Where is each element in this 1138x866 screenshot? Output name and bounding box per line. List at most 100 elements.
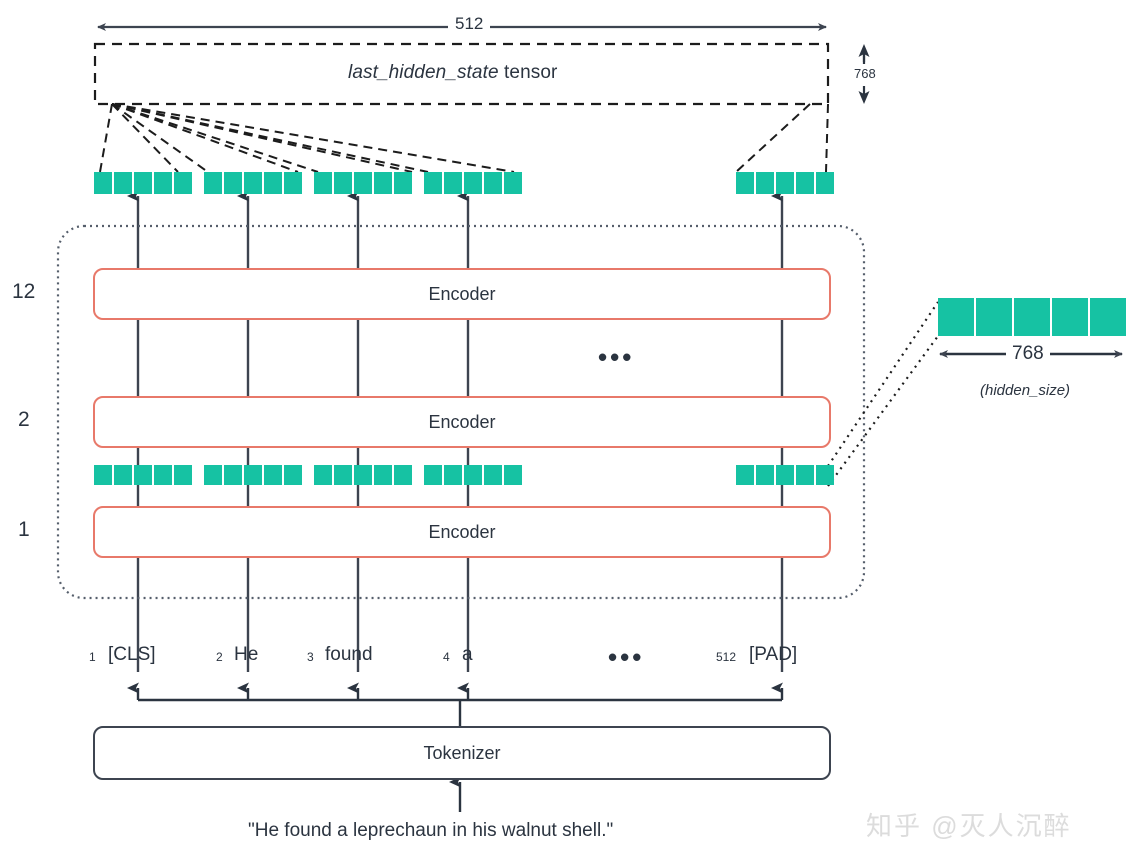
hidden-token-block-2 [204, 465, 302, 485]
vector-cell [776, 465, 796, 485]
vector-cell [204, 172, 224, 194]
dim-arrow-768-vertical [858, 44, 870, 104]
last-hidden-state-box [93, 42, 830, 106]
vector-cell [174, 465, 192, 485]
token-text-cls: [CLS] [108, 644, 156, 665]
tensor-projection-lines [99, 103, 829, 173]
vector-cell [816, 172, 834, 194]
output-token-block-3 [314, 172, 412, 194]
output-token-block-1 [94, 172, 192, 194]
vector-cell [484, 172, 504, 194]
vector-cell [484, 465, 504, 485]
layer-number-2: 2 [18, 408, 30, 431]
vector-cell [334, 172, 354, 194]
dim-label-512: 512 [448, 14, 491, 34]
vector-cell [756, 465, 776, 485]
vector-cell [796, 172, 816, 194]
token-text-found: found [325, 644, 373, 665]
output-token-block-512 [736, 172, 834, 194]
vector-cell [756, 172, 776, 194]
watermark-text: 知乎 @灭人沉醉 [866, 811, 1072, 841]
encoder-box-12[interactable]: Encoder [93, 268, 831, 320]
vector-cell [244, 172, 264, 194]
vector-cell [736, 172, 756, 194]
vector-cell [94, 172, 114, 194]
vector-cell [94, 465, 114, 485]
output-token-block-2 [204, 172, 302, 194]
vector-cell [424, 465, 444, 485]
tokenizer-output-lines [127, 682, 784, 726]
vector-cell [314, 465, 334, 485]
hidden-vector-cell [1014, 298, 1052, 336]
vector-cell [444, 465, 464, 485]
vector-cell [504, 172, 522, 194]
hidden-token-block-4 [424, 465, 522, 485]
encoder-label: Encoder [428, 283, 496, 304]
vector-cell [244, 465, 264, 485]
vector-cell [796, 465, 816, 485]
encoder-label: Encoder [428, 521, 496, 542]
hidden-token-block-512 [736, 465, 834, 485]
vector-cell [394, 172, 412, 194]
vector-cell [134, 465, 154, 485]
token-text-a: a [462, 644, 473, 665]
vector-cell [354, 465, 374, 485]
vector-cell [204, 465, 224, 485]
token-index-3: 3 [307, 650, 314, 664]
hidden-token-block-3 [314, 465, 412, 485]
vector-cell [444, 172, 464, 194]
vector-cell [284, 172, 302, 194]
vector-cell [154, 172, 174, 194]
magnification-lines [827, 301, 939, 487]
vector-cell [114, 465, 134, 485]
hidden-token-block-1 [94, 465, 192, 485]
vector-cell [284, 465, 302, 485]
encoder-box-2[interactable]: Encoder [93, 396, 831, 448]
vector-cell [224, 172, 244, 194]
encoder-label: Encoder [428, 411, 496, 432]
vector-cell [134, 172, 154, 194]
vector-cell [736, 465, 756, 485]
token-text-he: He [234, 644, 259, 665]
vector-cell [424, 172, 444, 194]
dim-label-768-horizontal: 768 [1006, 343, 1050, 365]
tokenizer-box[interactable]: Tokenizer [93, 726, 831, 780]
tokenizer-label: Tokenizer [423, 742, 501, 763]
token-column-lines [127, 190, 784, 672]
vector-cell [334, 465, 354, 485]
tensor-name-italic: last_hidden_state [348, 62, 499, 83]
vector-cell [314, 172, 334, 194]
hidden-size-vector [938, 298, 1126, 336]
vector-cell [224, 465, 244, 485]
vector-cell [264, 172, 284, 194]
input-sentence: "He found a leprechaun in his walnut she… [248, 820, 614, 841]
hidden-vector-cell [1090, 298, 1126, 336]
token-ellipsis: ••• [608, 642, 645, 672]
last-hidden-state-label: last_hidden_state tensor [348, 62, 557, 84]
hidden-vector-cell [976, 298, 1014, 336]
vector-cell [154, 465, 174, 485]
encoder-stack-ellipsis: ••• [598, 342, 635, 372]
vector-cell [394, 465, 412, 485]
vector-cell [174, 172, 192, 194]
vector-cell [114, 172, 134, 194]
layer-number-1: 1 [18, 518, 30, 541]
hidden-vector-cell [938, 298, 976, 336]
vector-cell [464, 172, 484, 194]
vector-cell [504, 465, 522, 485]
tensor-name-suffix: tensor [498, 62, 558, 83]
layer-number-12: 12 [12, 280, 36, 303]
token-text-pad: [PAD] [749, 644, 798, 665]
encoder-box-1[interactable]: Encoder [93, 506, 831, 558]
hidden-size-caption: (hidden_size) [980, 382, 1071, 399]
vector-cell [816, 465, 834, 485]
hidden-vector-cell [1052, 298, 1090, 336]
vector-cell [374, 172, 394, 194]
vector-cell [264, 465, 284, 485]
vector-cell [464, 465, 484, 485]
output-token-block-4 [424, 172, 522, 194]
vector-cell [776, 172, 796, 194]
token-index-512: 512 [716, 650, 737, 664]
